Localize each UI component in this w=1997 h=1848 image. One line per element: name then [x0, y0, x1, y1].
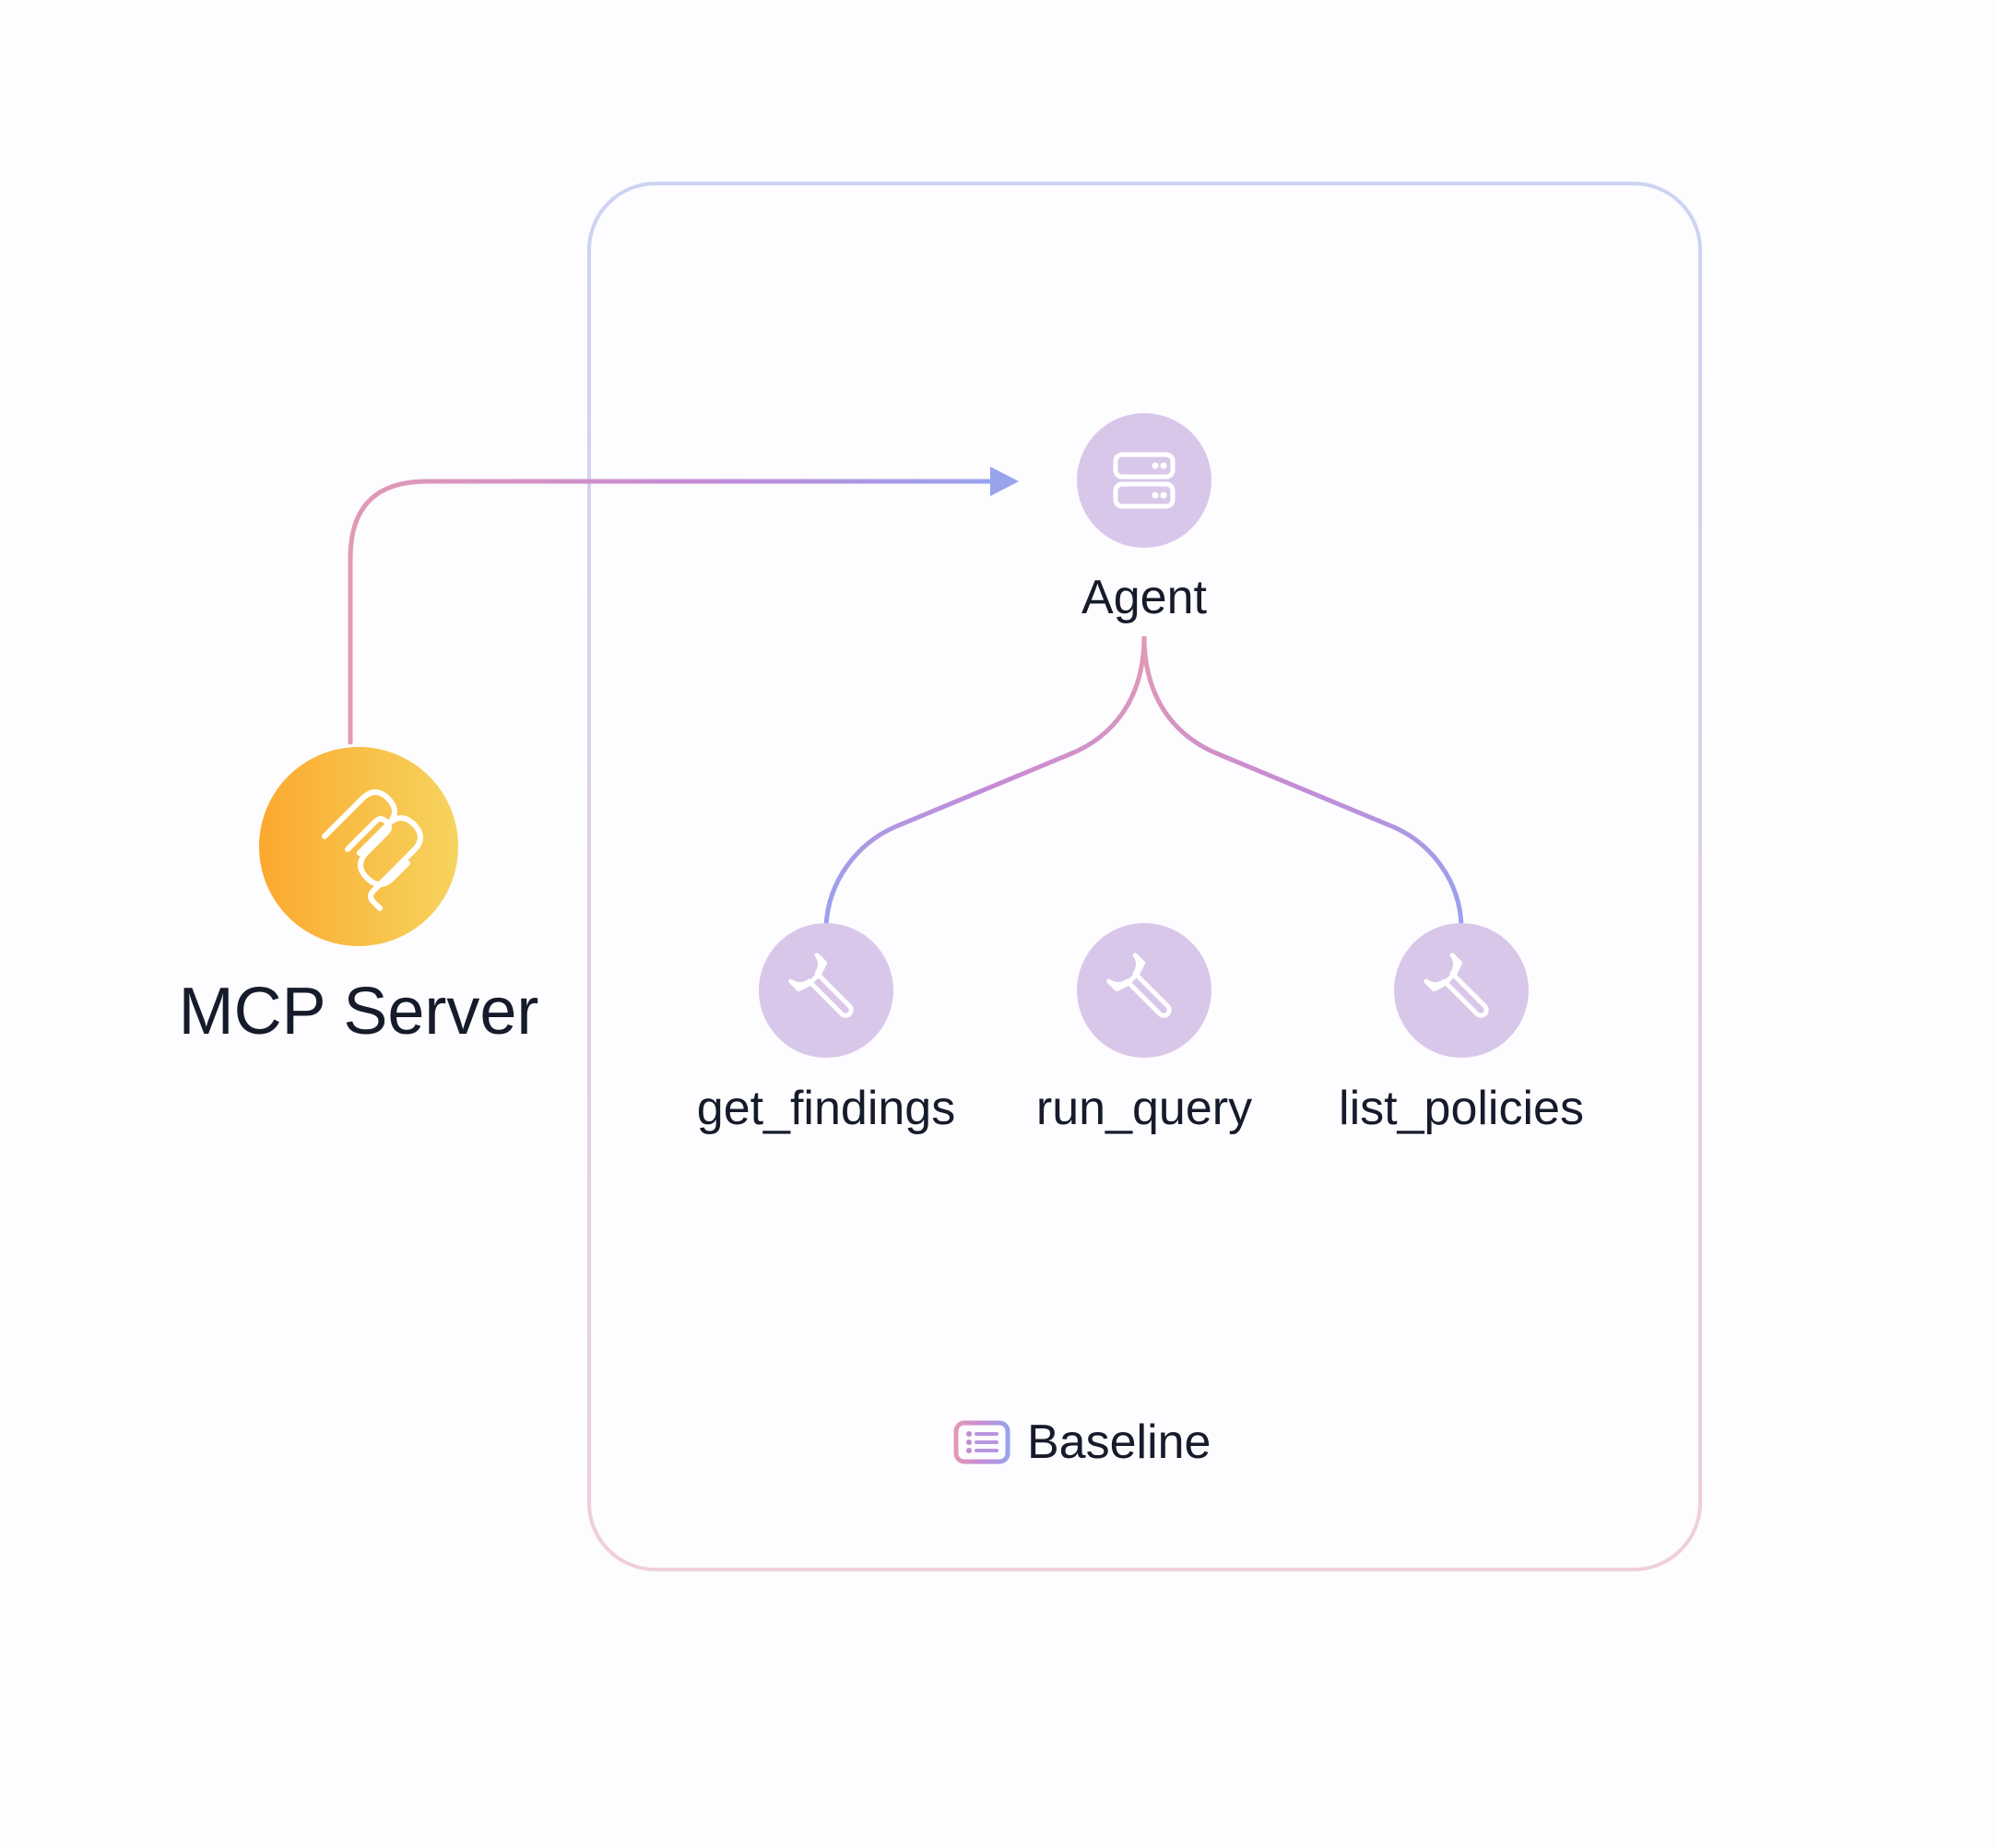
- wrench-icon: [1424, 953, 1489, 1018]
- wrench-icon: [788, 953, 854, 1018]
- tool-label-run-query: run_query: [1035, 1082, 1253, 1135]
- mcp-logo-icon: [322, 789, 423, 911]
- tool-node-get-findings[interactable]: [759, 923, 893, 1058]
- tool-label-list-policies: list_policies: [1339, 1082, 1584, 1135]
- tool-node-run-query[interactable]: [1077, 923, 1211, 1058]
- agent-node[interactable]: [1077, 413, 1211, 548]
- agent-to-list-policies-connector: [1141, 635, 1464, 928]
- list-icon: [953, 1420, 1010, 1464]
- mcp-to-agent-connector: [348, 479, 994, 745]
- wrench-icon: [1106, 953, 1172, 1018]
- mcp-server-node[interactable]: [259, 747, 458, 946]
- baseline-label: Baseline: [1027, 1416, 1211, 1469]
- tool-node-list-policies[interactable]: [1394, 923, 1529, 1058]
- arrow-head: [990, 467, 1019, 496]
- tool-label-get-findings: get_findings: [696, 1082, 956, 1135]
- baseline-section[interactable]: Baseline: [953, 1418, 1211, 1466]
- server-icon: [1113, 452, 1176, 509]
- agent-label: Agent: [1081, 571, 1207, 624]
- agent-to-get-findings-connector: [823, 635, 1147, 928]
- mcp-server-label: MCP Server: [178, 975, 539, 1048]
